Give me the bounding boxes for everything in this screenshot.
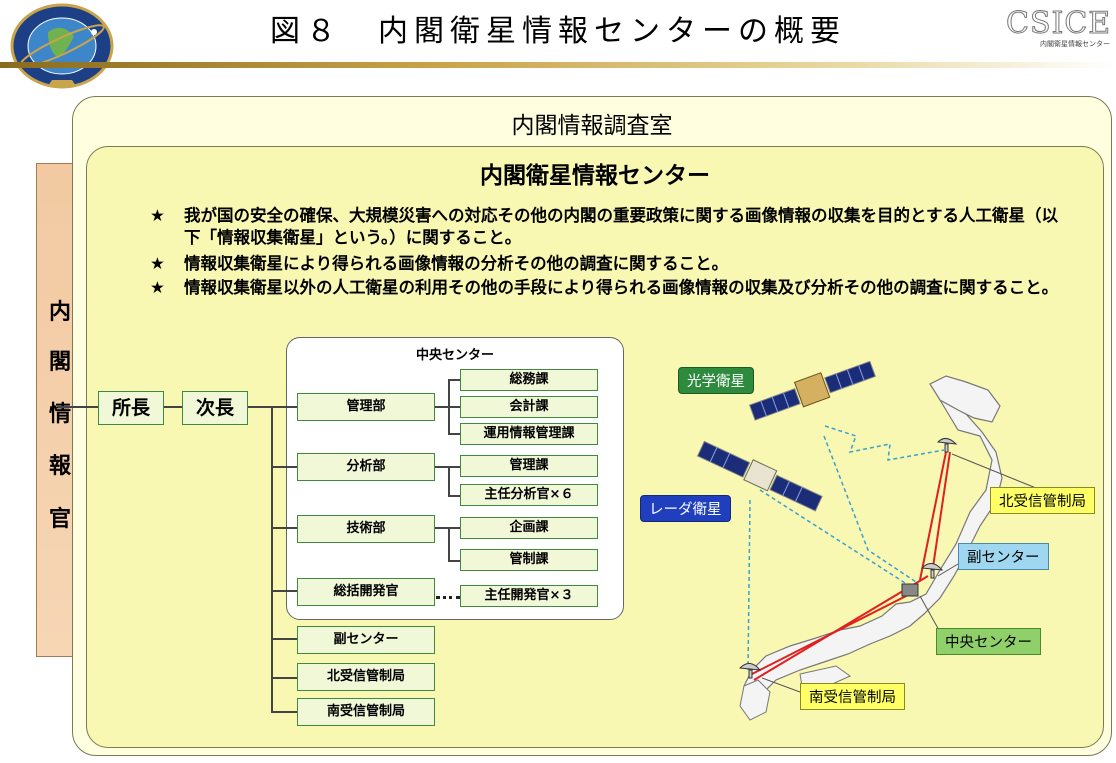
radar-downlink-south [747,499,751,671]
star-icon: ★ [150,206,165,225]
deputy-director-box: 次長 [182,391,248,425]
csice-text-logo: CSICE 内閣衛星情報センター [1006,6,1112,56]
chief-analyst-box: 主任分析官×６ [460,484,598,506]
north-station-dish-icon [936,438,958,453]
bullet-text: 我が国の安全の確保、大規模災害への対応その他の内閣の重要政策に関する画像情報の収… [184,206,1059,247]
south-station-label: 南受信管制局 [800,683,905,710]
logo-subtext: 内閣衛星情報センター [1040,40,1110,48]
optical-downlink-central [823,435,917,583]
header-divider [0,62,1116,68]
connector-line [448,433,460,435]
connector-line [271,406,297,408]
north-station-box: 北受信管制局 [297,663,435,691]
connector-line [448,466,460,468]
central-label-pointer [919,595,941,633]
mission-bullet: ★ 情報収集衛星以外の人工衛星の利用その他の手段により得られる画像情報の収集及び… [150,277,1070,321]
chief-dev-officer-box: 総括開発官 [297,578,435,606]
connector-line [271,590,297,592]
general-affairs-box: 総務課 [460,369,598,391]
radar-downlink-central [759,489,917,591]
bullet-text: 情報収集衛星以外の人工衛星の利用その他の手段により得られる画像情報の収集及び分析… [184,278,1059,297]
vertical-char: 内 [48,300,71,325]
director-box: 所長 [98,391,164,425]
south-station-dish-icon [738,663,762,679]
sub-center-dish-icon [920,563,944,579]
star-icon: ★ [150,254,165,273]
central-center-title: 中央センター [415,348,494,363]
sub-center-box: 副センター [297,626,435,654]
kyushu-outline [739,679,771,721]
central-center-label: 中央センター [936,628,1041,655]
optical-satellite-icon [748,360,876,421]
ground-link-north-central [919,451,947,581]
connector-line [248,406,272,408]
vertical-char: 官 [48,507,71,532]
optical-downlink-north [824,425,945,461]
connector-line [435,527,449,529]
sub-center-label-pointer [937,563,959,577]
bullet-text: 情報収集衛星により得られる画像情報の分析その他の調査に関すること。 [184,254,729,273]
connector-line [271,527,297,529]
north-station-label: 北受信管制局 [990,487,1095,514]
connector-line [271,466,297,468]
ground-link-north-sub [931,451,951,575]
ops-info-mgmt-box: 運用情報管理課 [460,423,598,445]
ground-link-south-sub [753,575,929,681]
connector-line [271,711,297,713]
vertical-char: 報 [48,454,71,479]
tech-dept-box: 技術部 [297,515,435,543]
mission-bullet: ★ 我が国の安全の確保、大規模災害への対応その他の内閣の重要政策に関する画像情報… [150,205,1070,249]
connector-line [271,677,297,679]
connector-line [448,560,460,562]
sub-center-label: 副センター [958,543,1049,570]
hokkaido-outline [929,375,1001,423]
admin-dept-box: 管理部 [297,393,435,421]
south-station-box: 南受信管制局 [297,698,435,726]
connector-line [435,406,449,408]
optical-satellite-label: 光学衛星 [678,367,754,394]
south-label-pointer [761,677,801,693]
connector-line [448,406,460,408]
connector-line [164,406,182,408]
connector-line [58,406,98,408]
connector-line [448,527,450,561]
dotted-connector [436,596,460,599]
outer-panel-title: 内閣情報調査室 [511,113,673,139]
connector-line [448,466,450,496]
vertical-char: 情 [48,402,71,427]
control-section-box: 管制課 [460,549,598,571]
central-center-building-icon [901,583,919,597]
page-title: 図８ 内閣衛星情報センターの概要 [270,14,846,49]
mission-bullet: ★ 情報収集衛星により得られる画像情報の分析その他の調査に関すること。 [150,253,1070,275]
connector-line [448,379,460,381]
accounting-box: 会計課 [460,396,598,418]
mgmt-section-box: 管理課 [460,455,598,477]
north-label-pointer [951,453,1037,489]
inner-panel-title: 内閣衛星情報センター [480,163,710,189]
connector-line [448,495,460,497]
vertical-char: 閣 [48,350,71,375]
connector-line [435,466,449,468]
japan-satellite-network-map [696,360,1037,721]
planning-section-box: 企画課 [460,517,598,539]
connector-line [448,527,460,529]
radar-satellite-icon [696,440,823,512]
logo-abbrev: CSICE [1006,6,1112,41]
connector-line [271,638,297,640]
radar-satellite-label: レーダ衛星 [640,495,731,522]
star-icon: ★ [150,278,165,297]
connector-line [271,406,273,712]
analysis-dept-box: 分析部 [297,453,435,481]
chief-developer-box: 主任開発官×３ [460,585,598,607]
